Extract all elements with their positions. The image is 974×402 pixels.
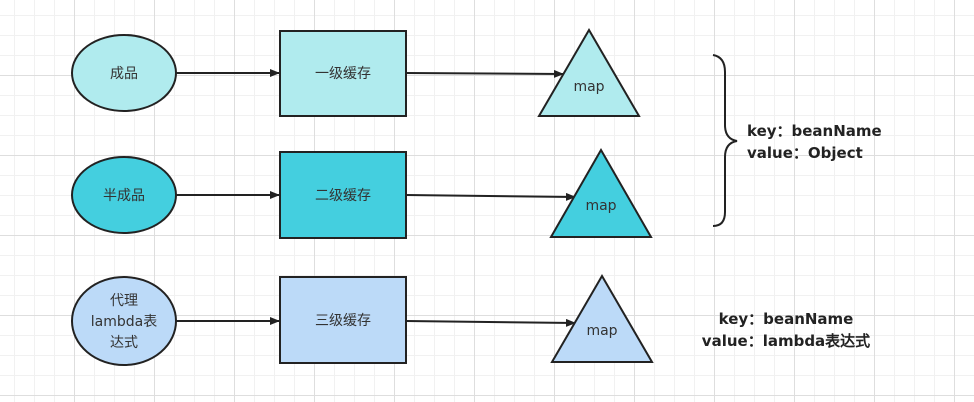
arrow-cache-to-map-3 [405, 318, 576, 327]
annotation-row3-line2: value：lambda表达式 [702, 332, 870, 350]
group-brace [712, 54, 738, 227]
annotation-row3-line1: key：beanName [719, 310, 854, 328]
row-level-2: 半成品 二级缓存 map [71, 147, 653, 239]
annotation-group12-line2: value：Object [747, 144, 863, 162]
map-node-3-label: map [586, 323, 617, 339]
cache-node-level-1 [279, 30, 407, 117]
arrow-cache-to-map-2 [405, 192, 576, 201]
map-node-3 [550, 274, 654, 363]
cache-node-level-1-label: 一级缓存 [315, 66, 371, 82]
source-node-proxy-lambda-label-line1: 代理 [110, 293, 138, 309]
row-level-1: 成品 一级缓存 map [71, 28, 641, 117]
map-node-2-label: map [585, 198, 616, 214]
annotation-group12-line1: key：beanName [747, 122, 882, 140]
map-node-2 [549, 147, 653, 238]
map-node-1 [537, 28, 641, 117]
map-node-1-label: map [573, 79, 604, 95]
cache-node-level-2-label: 二级缓存 [315, 188, 371, 204]
cache-node-level-3-label: 三级缓存 [315, 313, 371, 329]
arrow-cache-to-map-1 [405, 69, 564, 78]
source-node-proxy-lambda-label-line3: 达式 [110, 335, 138, 351]
source-node-half-finished-label: 半成品 [103, 188, 145, 204]
source-node-proxy-lambda-label-line2: lambda表 [91, 314, 157, 330]
cache-node-level-2 [279, 151, 407, 239]
row-level-3: 代理 lambda表 达式 三级缓存 map [71, 274, 654, 366]
source-node-finished-label: 成品 [110, 66, 138, 82]
cache-node-level-3 [279, 276, 407, 364]
